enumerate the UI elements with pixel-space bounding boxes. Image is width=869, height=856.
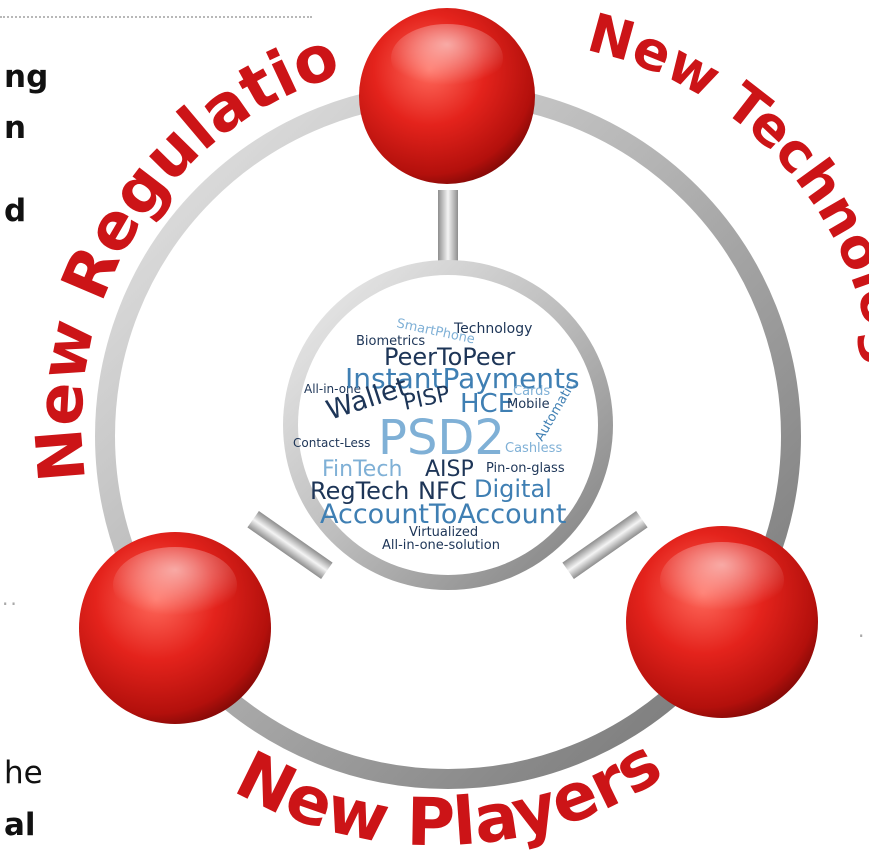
word-cashless: Cashless: [505, 441, 562, 456]
word-fintech: FinTech: [322, 457, 402, 482]
word-aisp: AISP: [425, 457, 474, 482]
word-regtech: RegTech: [310, 477, 409, 505]
text-fragment-1: ng: [4, 59, 49, 95]
word-all-in-one-solution: All-in-one-solution: [382, 538, 500, 553]
word-accounttoaccount: AccountToAccount: [320, 499, 566, 530]
word-hce: HCE: [460, 389, 514, 419]
red-ball-top: [359, 8, 535, 184]
word-peertopeer: PeerToPeer: [384, 343, 515, 371]
rod-left: [247, 510, 333, 580]
word-instantpayments: InstantPayments: [345, 362, 580, 395]
word-digital: Digital: [474, 475, 552, 503]
red-ball-right: [626, 526, 818, 718]
text-fragment-3: d: [4, 193, 27, 229]
word-nfc: NFC: [418, 477, 467, 505]
word-virtualized: Virtualized: [409, 525, 478, 540]
word-mobile: Mobile: [507, 397, 550, 412]
word-biometrics: Biometrics: [356, 334, 425, 349]
rod-right: [562, 510, 648, 580]
word-all-in-one: All-in-one: [304, 382, 361, 396]
dotted-divider: [0, 16, 312, 18]
text-fragment-4: he: [4, 755, 43, 791]
word-cards: Cards: [513, 384, 550, 399]
word-cloud: SmartPhone Technology Biometrics PeerToP…: [293, 316, 580, 553]
word-contact-less: Contact-Less: [293, 436, 370, 450]
text-fragment-2: n: [4, 110, 27, 146]
inner-disk: [298, 275, 598, 575]
rod-top: [438, 190, 458, 265]
word-psd2: PSD2: [378, 410, 505, 466]
red-ball-left: [79, 532, 271, 724]
word-pin-on-glass: Pin-on-glass: [486, 461, 565, 476]
ellipsis-left: ..: [2, 586, 19, 610]
ellipsis-right: .: [858, 618, 867, 642]
word-technology: Technology: [453, 321, 532, 337]
text-fragment-5: al: [4, 807, 36, 843]
